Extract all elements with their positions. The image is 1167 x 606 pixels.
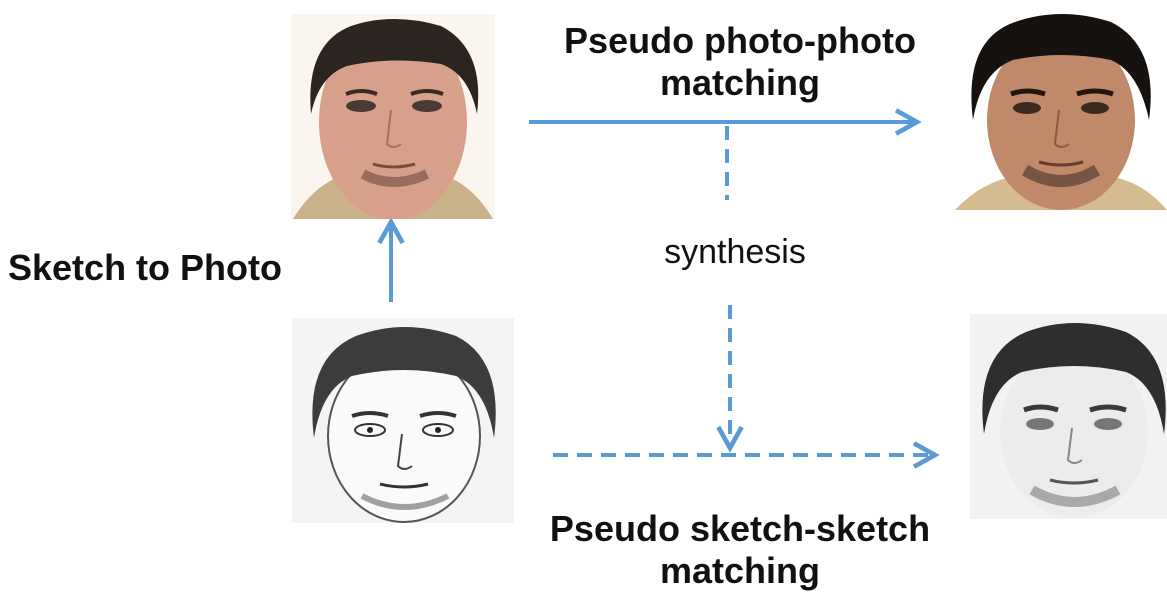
sketch-to-photo-label: Sketch to Photo [8, 247, 283, 288]
photo-matching-label-line1: Pseudo photo-photo [564, 20, 916, 61]
photo-matching-label-line2: matching [659, 62, 820, 104]
sketch-matching-label: Pseudo sketch-sketch matching [500, 508, 980, 593]
sketch-matching-label-line2: matching [659, 550, 820, 592]
synthesized-sketch-image [970, 314, 1167, 519]
input-sketch-image [292, 318, 514, 523]
synthesis-label: synthesis [664, 233, 806, 271]
sketch-matching-label-line1: Pseudo sketch-sketch [549, 508, 931, 549]
photo-matching-label: Pseudo photo-photo matching [505, 20, 975, 105]
synthesized-photo-image [291, 14, 495, 219]
real-photo-image [955, 10, 1167, 210]
